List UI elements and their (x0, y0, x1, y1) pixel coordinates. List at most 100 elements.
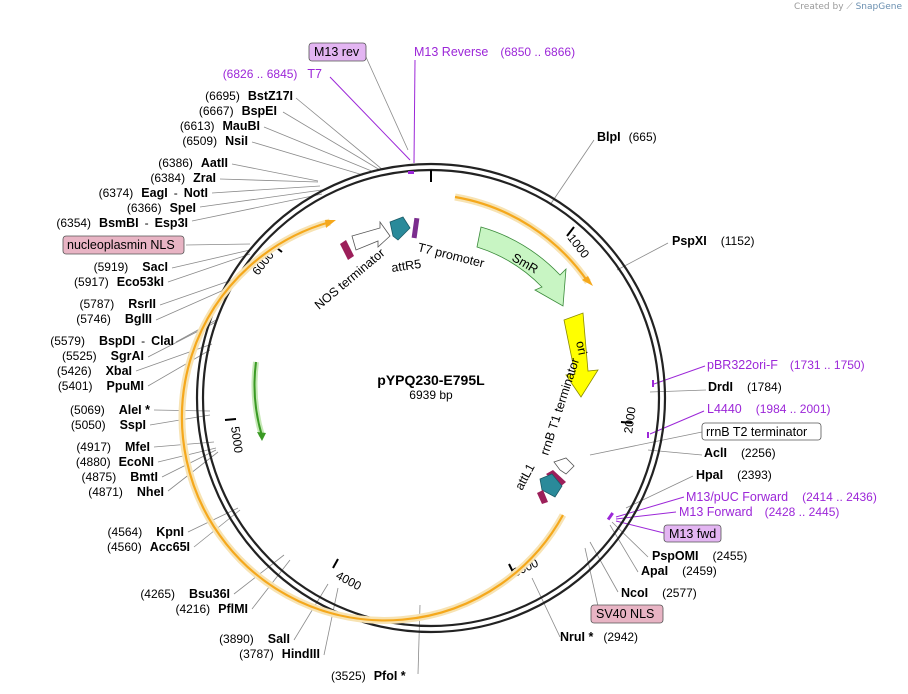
site-bmti: (4875)BmtI (82, 470, 158, 484)
primer-mark-pbr322 (652, 380, 654, 387)
site-pspomi: PspOMI(2455) (652, 549, 747, 563)
plasmid-size: 6939 bp (409, 388, 453, 402)
site-sspi: (5050)SspI (71, 418, 146, 432)
site-nsii: (6509)NsiI (182, 134, 248, 148)
site-pspxi: PspXI(1152) (672, 234, 755, 248)
plasmid-name: pYPQ230-E795L (377, 372, 485, 388)
leader-clai (175, 318, 219, 343)
orange-arcs (178, 193, 593, 624)
site-bglii: (5746)BglII (76, 312, 152, 326)
site-aatii: (6386)AatII (158, 156, 228, 170)
t7-promoter-mark (411, 217, 420, 239)
credit-prefix: Created by (794, 2, 844, 12)
leader-lines (135, 56, 707, 675)
orange-arc-left-glow (178, 218, 567, 624)
m13-fwd-box (663, 524, 722, 543)
site-ppumi: (5401)PpuMI (58, 379, 144, 393)
primer-m13-reverse: M13 Reverse(6850 .. 6866) (414, 45, 575, 59)
leader-pspxi (616, 242, 669, 271)
site-drdi: DrdI(1784) (708, 380, 782, 394)
t7-small-arrow (351, 220, 391, 251)
leader-ppumi (147, 349, 211, 387)
site-kpni: (4564)KpnI (108, 525, 184, 539)
ruler-label-5000: 5000 (228, 425, 246, 454)
leader-t7 (329, 76, 411, 161)
nucleoplasmin-nls-label: nucleoplasmin NLS (67, 238, 175, 252)
leader-spei (199, 189, 323, 208)
site-bspei: (6667)BspEI (199, 104, 277, 118)
ruler-tick-2000 (620, 421, 633, 424)
leader-eco53ki (167, 253, 251, 283)
rrnb-t2-label: rrnB T2 terminator (706, 425, 807, 439)
left-site-labels: (6695)BstZ17I (6667)BspEI (6613)MauBI (6… (50, 89, 320, 661)
snapgene-logo-icon: ⟋ (846, 2, 853, 12)
site-eco53ki: (5917)Eco53kI (74, 275, 164, 289)
site-rsrii: (5787)RsrII (80, 297, 156, 311)
site-pfoi: (3525)PfoI * (331, 669, 406, 683)
leader-m13rev (365, 56, 409, 151)
leader-sv40 (584, 547, 599, 607)
ruler-label-2000: 2000 (621, 406, 639, 435)
leader-xbai (135, 343, 213, 372)
site-econi: (4880)EcoNI (76, 455, 154, 469)
ruler-tick-5000 (224, 418, 237, 421)
backbone-outer (195, 162, 667, 634)
green-arc-line (253, 361, 263, 437)
ruler: 1000 2000 3000 4000 5000 6000 (224, 226, 639, 593)
credit-brand: SnapGene (855, 2, 902, 12)
site-maubi: (6613)MauBI (180, 119, 260, 133)
primer-labels: M13 Reverse(6850 .. 6866) (6826 .. 6845)… (223, 45, 877, 519)
leader-hindiii (323, 587, 339, 656)
site-sali: (3890)SalI (219, 632, 290, 646)
site-acli: AclI(2256) (704, 446, 776, 460)
attl1-label: attL1 (512, 461, 537, 492)
leader-rrnbt2 (589, 431, 703, 456)
leader-m13fwd-box (615, 520, 665, 534)
site-hpai: HpaI(2393) (696, 468, 772, 482)
site-spei: (6366)SpeI (127, 201, 196, 215)
leader-nrui (531, 577, 561, 638)
site-saci: (5919)SacI (94, 260, 168, 274)
site-eagi-noti: (6374)EagI-NotI (99, 186, 208, 200)
green-arc (251, 361, 266, 441)
nos-terminator-mark (340, 240, 354, 260)
site-pflmi: (4216)PflMI (175, 602, 248, 616)
leader-nhei (167, 451, 219, 492)
smr-arrow (476, 226, 567, 307)
ruler-tick-1000 (566, 226, 575, 237)
attr5-label: attR5 (390, 257, 422, 275)
leader-rsrii (159, 279, 233, 306)
ruler-tick-4000 (332, 558, 339, 569)
attl1-mark (537, 490, 548, 504)
site-blpi: BlpI(665) (597, 130, 657, 144)
ori-label: ori (573, 340, 590, 357)
leader-hpai (625, 475, 694, 509)
leader-eagi (211, 185, 321, 194)
primer-l4440: L4440(1984 .. 2001) (707, 402, 830, 416)
leader-bstz17i (295, 97, 384, 171)
ori-arrow (563, 312, 599, 398)
primer-mark-l4440 (647, 432, 649, 438)
rrnb-t1-label: rrnB T1 terminator (538, 356, 583, 457)
site-zrai: (6384)ZraI (150, 171, 216, 185)
leader-nls (185, 243, 251, 246)
site-bsu36i: (4265)Bsu36I (140, 587, 230, 601)
site-mfei: (4917)MfeI (76, 440, 150, 454)
attr5-arrow (389, 216, 411, 241)
site-nhei: (4871)NheI (88, 485, 164, 499)
site-bstz17i: (6695)BstZ17I (205, 89, 293, 103)
attl1-arrow (539, 473, 563, 498)
leader-blpi (549, 139, 595, 206)
leader-zrai (219, 178, 319, 183)
leader-bspei (282, 111, 381, 171)
m13-fwd-label: M13 fwd (669, 527, 716, 541)
nucleoplasmin-nls-box (62, 235, 185, 255)
primer-pbr322ori-f: pBR322ori-F(1731 .. 1750) (707, 358, 865, 372)
site-sgrai: (5525)SgrAI (62, 349, 144, 363)
site-alei: (5069)AleI * (70, 403, 150, 417)
leader-sali (293, 583, 329, 641)
site-nrui: NruI *(2942) (560, 630, 638, 644)
primer-m13-forward: M13 Forward(2428 .. 2445) (679, 505, 839, 519)
m13-rev-label: M13 rev (314, 45, 360, 59)
site-bsmbi-esp3i: (6354)BsmBI-Esp3I (56, 216, 188, 230)
